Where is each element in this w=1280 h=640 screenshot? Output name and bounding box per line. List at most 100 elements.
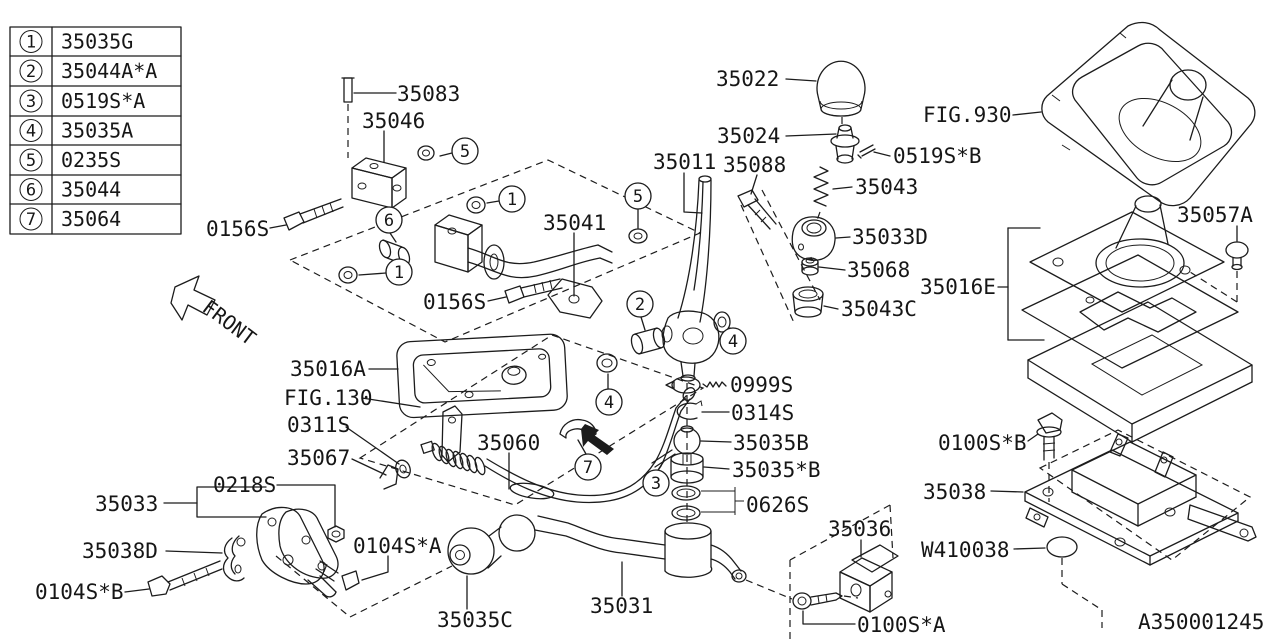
bolt-0100sb bbox=[1036, 412, 1063, 502]
nut-0218s bbox=[327, 525, 345, 543]
part-label-35088: 35088 bbox=[723, 153, 786, 177]
legend-num: 7 bbox=[26, 210, 36, 230]
cable-bracket bbox=[441, 405, 463, 463]
hook-35067 bbox=[379, 464, 399, 490]
legend-num: 5 bbox=[26, 151, 36, 171]
callout-number: 5 bbox=[633, 187, 643, 207]
legend-part: 0235S bbox=[61, 148, 121, 172]
part-label-35083: 35083 bbox=[397, 82, 460, 106]
callout-number: 6 bbox=[384, 211, 394, 231]
callout-6: 6 bbox=[375, 206, 403, 234]
legend-num: 4 bbox=[26, 122, 36, 142]
washer-plate-35038d bbox=[222, 535, 246, 582]
callout-number: 4 bbox=[604, 393, 614, 413]
bushing-35068 bbox=[801, 257, 819, 276]
diagram-id-code: A350001245 bbox=[1138, 610, 1264, 634]
bolt-0104sa bbox=[315, 560, 360, 591]
legend-part: 35035A bbox=[61, 119, 133, 143]
exploded-plane-lower bbox=[358, 334, 705, 506]
boot-7 bbox=[559, 418, 597, 439]
part-label-35035c: 35035C bbox=[437, 608, 513, 632]
stay-35038 bbox=[1024, 429, 1257, 566]
legend-num: 6 bbox=[26, 181, 36, 201]
damper-35036 bbox=[789, 504, 899, 640]
part-label-35060: 35060 bbox=[477, 431, 540, 455]
legend-part: 35044A*A bbox=[61, 59, 157, 83]
part-label-35041: 35041 bbox=[543, 211, 606, 235]
rod-35031 bbox=[498, 514, 793, 600]
callout-3: 3 bbox=[642, 469, 670, 497]
legend-num: 1 bbox=[26, 33, 36, 53]
part-label-0104sb: 0104S*B bbox=[35, 580, 124, 604]
legend-num: 2 bbox=[26, 62, 36, 82]
part-label-35057a: 35057A bbox=[1177, 203, 1253, 227]
leader-lines bbox=[124, 78, 1046, 625]
part-label-35067: 35067 bbox=[287, 446, 350, 470]
legend-row: 6 35044 bbox=[19, 178, 121, 202]
lever-plate-35033 bbox=[256, 506, 339, 598]
part-label-0314s: 0314S bbox=[731, 401, 794, 425]
part-label-35038: 35038 bbox=[923, 480, 986, 504]
part-label-35024: 35024 bbox=[717, 124, 780, 148]
legend-part: 35035G bbox=[61, 30, 133, 54]
callout-5b: 5 bbox=[624, 182, 652, 210]
bolt-0104sb bbox=[147, 560, 223, 597]
part-label-0218s: 0218S bbox=[213, 473, 276, 497]
part-label-35031: 35031 bbox=[590, 594, 653, 618]
callout-5a: 5 bbox=[451, 137, 479, 165]
lever-lower-stack bbox=[651, 376, 744, 521]
plug-w410038 bbox=[1046, 536, 1103, 628]
part-label-35011: 35011 bbox=[653, 150, 716, 174]
callout-number: 1 bbox=[507, 190, 517, 210]
legend-row: 7 35064 bbox=[19, 207, 121, 231]
part-label-35035b: 35035B bbox=[733, 431, 809, 455]
crossmember-35041 bbox=[434, 214, 648, 319]
part-label-0100sa: 0100S*A bbox=[857, 613, 946, 637]
shift-knob-35022 bbox=[816, 60, 866, 126]
callout-number: 1 bbox=[394, 263, 404, 283]
part-label-35043: 35043 bbox=[855, 175, 918, 199]
shift-lever-35011 bbox=[661, 175, 720, 527]
legend-part: 35044 bbox=[61, 178, 121, 202]
legend-row: 5 0235S bbox=[19, 148, 121, 172]
figure-ref-130: FIG.130 bbox=[284, 386, 373, 410]
part-label-35043c: 35043C bbox=[841, 297, 917, 321]
callout-1a: 1 bbox=[498, 185, 526, 213]
grommet-0311s bbox=[395, 459, 411, 479]
clip-35057a bbox=[1189, 225, 1249, 303]
legend-table: 1 35035G 2 35044A*A 3 0519S*A 4 35035A 5… bbox=[9, 26, 182, 235]
legend-row: 2 35044A*A bbox=[19, 59, 157, 83]
bushing-35035c bbox=[447, 526, 502, 575]
part-label-35068: 35068 bbox=[847, 258, 910, 282]
callout-number: 4 bbox=[728, 332, 738, 352]
part-label-35035xb: 35035*B bbox=[732, 458, 821, 482]
callout-2: 2 bbox=[626, 290, 654, 318]
part-label-0626s: 0626S bbox=[746, 493, 809, 517]
legend-num: 3 bbox=[26, 92, 36, 112]
callout-number: 5 bbox=[460, 142, 470, 162]
boot-35043c bbox=[792, 286, 824, 318]
part-label-0100sb: 0100S*B bbox=[938, 431, 1027, 455]
callout-number: 7 bbox=[583, 458, 593, 478]
housing-35033d bbox=[791, 216, 836, 262]
callout-7: 7 bbox=[574, 453, 602, 481]
part-label-35046: 35046 bbox=[362, 109, 425, 133]
socket-35024 bbox=[830, 124, 860, 164]
pin-0519sb bbox=[857, 144, 876, 159]
part-label-0999s: 0999S bbox=[730, 373, 793, 397]
boot-stack-35016e bbox=[997, 195, 1253, 443]
console-panel-fig930 bbox=[1041, 21, 1256, 207]
bolt-35088 bbox=[737, 189, 821, 326]
part-label-35033d: 35033D bbox=[852, 225, 928, 249]
figure-ref-930: FIG.930 bbox=[923, 103, 1012, 127]
legend-row: 4 35035A bbox=[19, 119, 133, 143]
part-label-0156s-b: 0156S bbox=[423, 290, 486, 314]
legend-row: 1 35035G bbox=[19, 30, 133, 54]
callout-number: 3 bbox=[651, 474, 661, 494]
bolt-0100sa bbox=[792, 592, 859, 610]
part-label-35022: 35022 bbox=[716, 67, 779, 91]
plate-35016a bbox=[396, 333, 568, 419]
callout-1b: 1 bbox=[385, 258, 413, 286]
